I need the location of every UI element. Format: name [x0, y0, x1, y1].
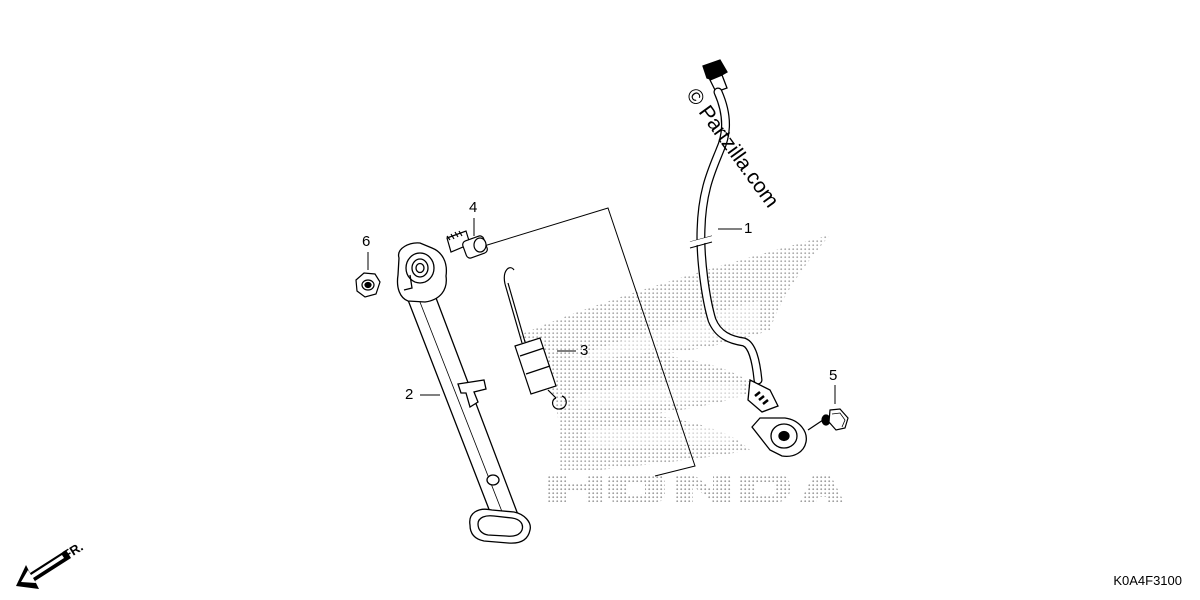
diagram-code: K0A4F3100 — [1113, 573, 1182, 588]
callout-3[interactable]: 3 — [580, 342, 589, 359]
front-direction-arrow-icon — [16, 550, 71, 589]
honda-wing-logo-watermark — [520, 235, 830, 470]
part-2-side-stand[interactable] — [396, 242, 531, 544]
assembly-leader-box — [483, 207, 696, 477]
part-6-nut[interactable] — [355, 272, 381, 298]
callout-6[interactable]: 6 — [362, 233, 371, 250]
part-3-spring[interactable] — [503, 267, 567, 410]
callout-1[interactable]: 1 — [744, 220, 753, 237]
part-4-bolt[interactable] — [446, 230, 488, 259]
part-5-nut[interactable] — [807, 408, 849, 431]
callout-4[interactable]: 4 — [469, 199, 478, 216]
callout-2[interactable]: 2 — [405, 386, 414, 403]
part-1-sidestand-switch[interactable] — [688, 59, 807, 458]
honda-text-watermark — [548, 474, 844, 502]
callout-5[interactable]: 5 — [829, 367, 838, 384]
